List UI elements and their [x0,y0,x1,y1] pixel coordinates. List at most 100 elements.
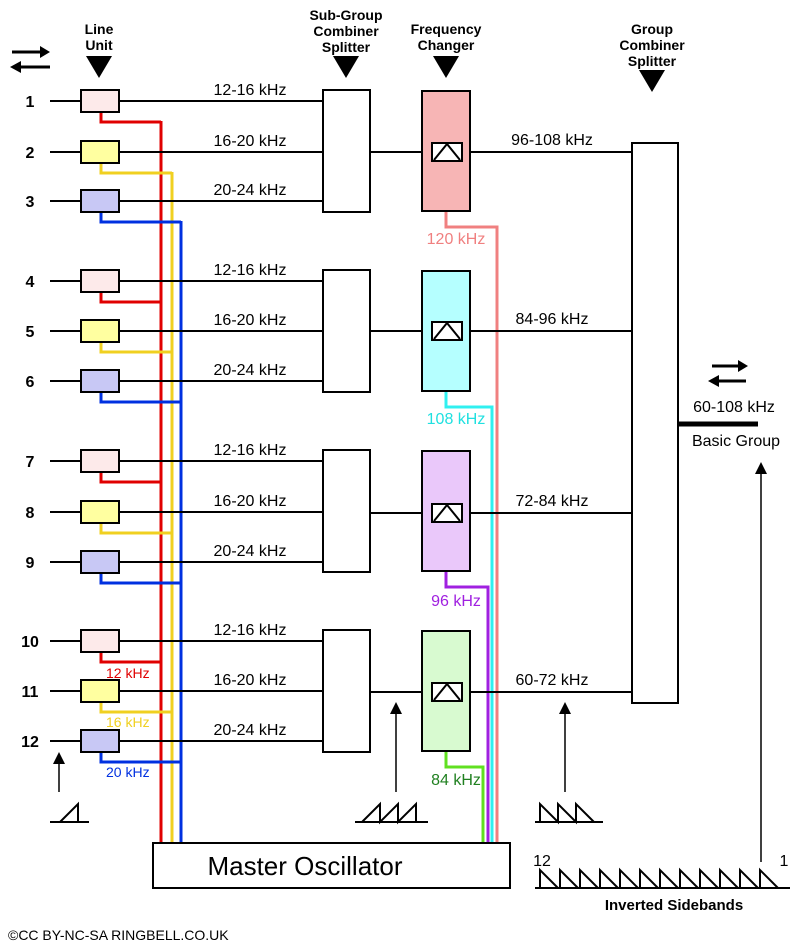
channel-number: 12 [21,734,39,751]
channel-row: 2 16-20 kHz [26,133,323,175]
group-band-label: 96-108 kHz [511,132,593,149]
header-freq-line2: Changer [418,37,475,53]
header-freq-line1: Frequency [411,21,482,37]
group-combiner-splitter-box [631,142,679,704]
carrier-feed-line [99,702,172,714]
header-subgroup-line2: Combiner [313,23,379,39]
line-unit-box [80,189,120,213]
channel-band-label: 12-16 kHz [214,262,287,279]
channel-row: 11 16-20 kHz [22,672,323,714]
spectrum-group-icon [535,702,603,825]
channel-band-label: 16-20 kHz [214,493,287,510]
channel-band-label: 12-16 kHz [214,82,287,99]
header-subgroup-line1: Sub-Group [309,7,382,23]
channel-row: 1 12-16 kHz [26,82,323,124]
spectrum-single-channel-icon [50,752,89,823]
header-line-unit-line2: Unit [85,37,113,53]
header-subgroup-line3: Splitter [322,39,371,55]
master-oscillator-box [152,842,511,889]
line-unit-box [80,449,120,473]
carrier-label-12khz: 12 kHz [106,665,150,681]
spectrum-subgroup-icon [355,702,428,825]
channel-row: 12 20-24 kHz [21,722,323,764]
carrier-feed-line [99,342,172,354]
carrier-feed-line [99,163,172,175]
oscillator-lead-line [444,211,499,843]
oscillator-lead-line [444,751,485,843]
channel-number: 11 [22,684,39,701]
channel-number: 7 [26,454,35,471]
basic-group-band: 60-108 kHz [693,399,775,416]
channel-band-label: 20-24 kHz [214,182,287,199]
channel-number: 6 [26,374,35,391]
carrier-feed-line [99,752,181,764]
line-unit-down-arrow-icon [86,56,112,78]
channel-row: 6 20-24 kHz [26,362,323,404]
channel-number: 1 [26,94,35,111]
channel-band-label: 12-16 kHz [214,442,287,459]
channel-band-label: 20-24 kHz [214,722,287,739]
header-line-unit: Line Unit [85,21,114,78]
channel-row: 7 12-16 kHz [26,442,323,484]
carrier-feed-line [99,292,161,304]
oscillator-lead-line [444,391,494,843]
carrier-feed-line [99,112,161,124]
spectrum-basic-group-icon [535,462,790,889]
credit-text: ©CC BY-NC-SA RINGBELL.CO.UK [8,927,229,943]
bidirectional-arrows-icon [10,46,50,73]
header-frequency-changer: Frequency Changer [411,21,482,78]
line-unit-box [80,550,120,574]
carrier-frequency-label: 84 kHz [431,772,481,789]
carrier-frequency-label: 96 kHz [431,593,481,610]
channel-band-label: 12-16 kHz [214,622,287,639]
subgroup-combiner-box [322,449,371,573]
line-unit-box [80,269,120,293]
basic-group-label: Basic Group [692,433,780,450]
group-1: 96-108 kHz 120 kHz [322,89,632,843]
line-unit-box [80,629,120,653]
carrier-feed-line [99,652,161,664]
channel-number: 9 [26,555,35,572]
inverted-sidebands-right-number: 1 [780,853,789,870]
freq-changer-down-arrow-icon [433,56,459,78]
group-3: 72-84 kHz 96 kHz [322,449,632,843]
channel-band-label: 16-20 kHz [214,672,287,689]
group-4: 60-72 kHz 84 kHz [322,629,632,843]
carrier-label-16khz: 16 kHz [106,714,150,730]
channel-row: 816-20 kHz [26,493,323,535]
carrier-feed-line [99,392,181,404]
output-bidirectional-arrows-icon [708,360,748,387]
line-unit-box [80,89,120,113]
channel-band-label: 20-24 kHz [214,543,287,560]
oscillator-lead-line [444,571,490,843]
channel-band-label: 16-20 kHz [214,312,287,329]
carrier-buses [159,121,183,843]
inverted-sidebands-label: Inverted Sidebands [605,897,743,914]
carrier-feed-line [99,523,172,535]
header-group-line2: Combiner [619,37,685,53]
header-line-unit-line1: Line [85,21,114,37]
channel-row: 9 20-24 kHz [26,543,323,585]
channel-number: 2 [26,145,35,162]
carrier-feed-line [99,472,161,484]
channel-row: 5 16-20 kHz [26,312,323,354]
line-unit-box [80,140,120,164]
header-group: Group Combiner Splitter [619,21,685,92]
channel-band-label: 16-20 kHz [214,133,287,150]
header-subgroup: Sub-Group Combiner Splitter [309,7,383,78]
line-unit-box [80,319,120,343]
group-band-label: 60-72 kHz [516,672,589,689]
channel-number: 5 [26,324,35,341]
master-oscillator-label: Master Oscillator [207,851,402,881]
subgroup-combiner-box [322,89,371,213]
carrier-label-20khz: 20 kHz [106,764,150,780]
line-unit-box [80,679,120,703]
carrier-frequency-label: 120 kHz [427,231,486,248]
group-band-label: 72-84 kHz [516,493,589,510]
header-group-line1: Group [631,21,673,37]
channel-band-label: 20-24 kHz [214,362,287,379]
